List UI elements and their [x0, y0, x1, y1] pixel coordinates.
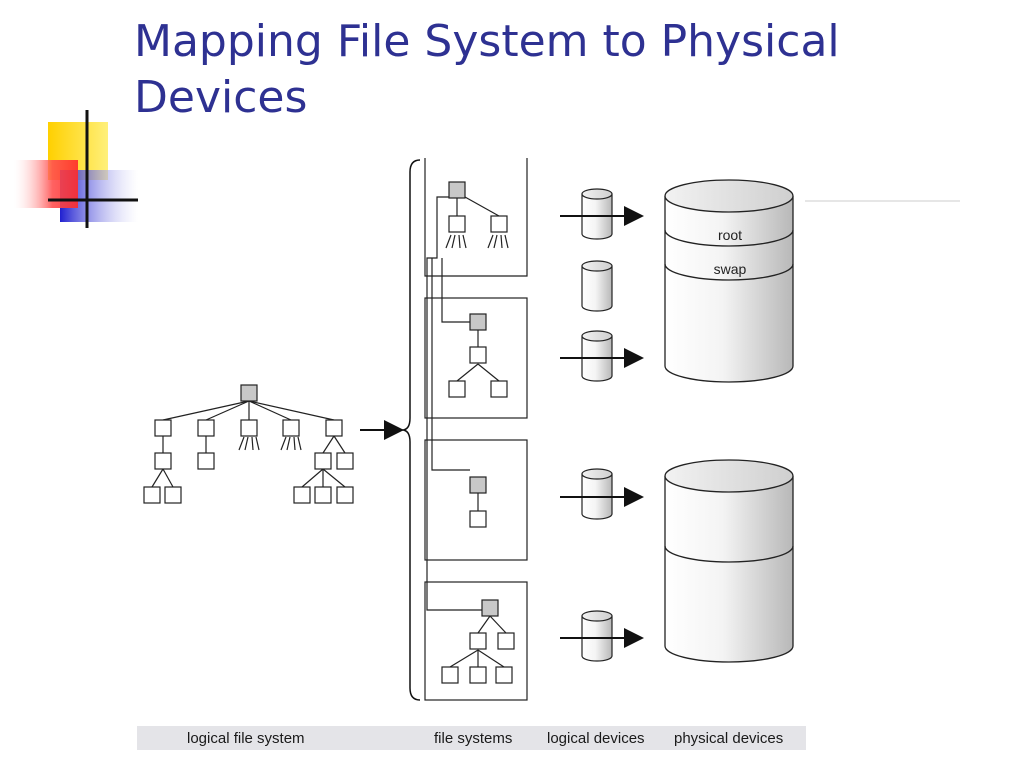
tree-node — [164, 486, 182, 504]
slide-title: Mapping File System to Physical Devices — [134, 16, 840, 123]
tree-node — [154, 419, 172, 437]
tree-node — [282, 419, 300, 437]
disk-partition-swap-label: swap — [714, 261, 747, 277]
fs-node — [469, 666, 487, 684]
tree-node — [336, 486, 354, 504]
caption-file-systems: file systems — [434, 730, 513, 747]
fs-node — [469, 476, 487, 494]
tree-node — [240, 384, 258, 402]
fs-node — [441, 666, 459, 684]
tree-node — [197, 419, 215, 437]
tree-node — [197, 452, 215, 470]
caption-logical-devices: logical devices — [547, 730, 645, 747]
slide-ornament — [14, 110, 138, 228]
fs-node — [448, 380, 466, 398]
logical-file-system-tree — [151, 400, 346, 488]
disk-partition-root-label: root — [718, 227, 742, 243]
physical-device-disk-2 — [664, 459, 794, 663]
tree-node — [143, 486, 161, 504]
tree-node — [154, 452, 172, 470]
physical-device-disk-1: root swap — [664, 179, 794, 383]
logical-device-cylinder — [581, 610, 613, 662]
fs-node — [469, 510, 487, 528]
fs-node — [481, 599, 499, 617]
logical-device-cylinder — [581, 330, 613, 382]
mapping-diagram: root swap — [143, 158, 960, 701]
fs-node — [469, 313, 487, 331]
caption-physical-devices: physical devices — [674, 730, 784, 747]
fs-node — [448, 181, 466, 199]
logical-devices-column — [581, 188, 613, 662]
logical-device-cylinder — [581, 188, 613, 240]
file-systems-column — [424, 158, 528, 701]
fs-node — [469, 346, 487, 364]
fs-node — [469, 632, 487, 650]
file-system-nodes — [441, 181, 515, 684]
device-arrows — [560, 206, 644, 648]
caption-logical-file-system: logical file system — [187, 730, 305, 747]
fs-node — [497, 632, 515, 650]
tree-node — [325, 419, 343, 437]
logical-file-system-nodes — [143, 384, 354, 504]
fs-node — [448, 215, 466, 233]
fs-node — [490, 215, 508, 233]
fs-node — [495, 666, 513, 684]
brace — [401, 159, 421, 701]
fs-node — [490, 380, 508, 398]
tree-node — [314, 486, 332, 504]
tree-node — [293, 486, 311, 504]
logical-device-cylinder — [581, 468, 613, 520]
tree-node — [314, 452, 332, 470]
tree-node — [240, 419, 258, 437]
caption-bar: logical file system file systems logical… — [137, 726, 806, 750]
logical-device-cylinder — [581, 260, 613, 312]
tree-node — [336, 452, 354, 470]
